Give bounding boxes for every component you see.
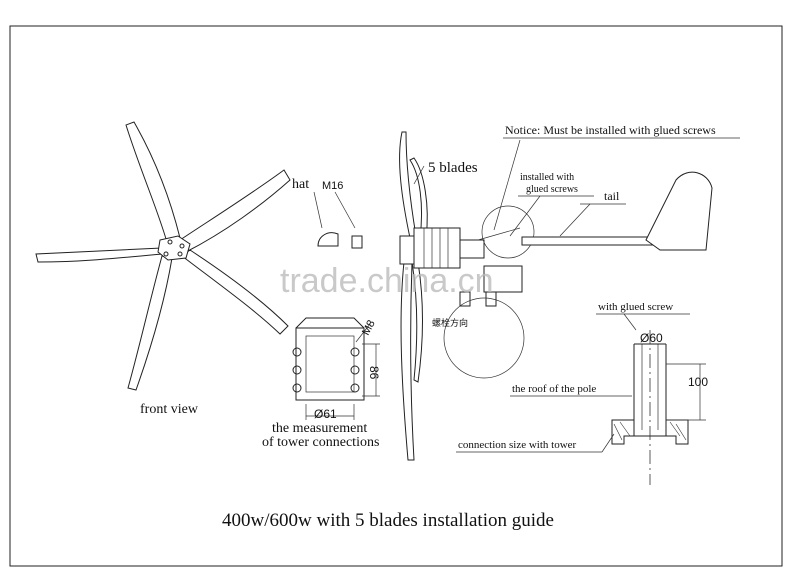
guide-title: 400w/600w with 5 blades installation gui… [222,510,554,531]
watermark-text: trade.china.cn [280,262,494,300]
flange-inner [305,335,355,393]
rotor-blade-bottom-left [127,255,173,391]
connection-size-label: connection size with tower [458,439,577,451]
five-blades-label: 5 blades [428,160,478,176]
rotor-blade-top [125,121,181,247]
hatch-line [613,423,623,441]
hatch-line [669,421,681,437]
hat-label: hat [292,177,309,192]
detail-leader [477,227,521,241]
hat-leader-line [313,191,323,229]
rotor-blade-left [35,247,163,263]
hatch-line [619,421,631,437]
rotor-blade-right [179,169,291,253]
m16-nut-part [351,235,363,249]
notice-label: Notice: Must be installed with glued scr… [505,123,716,137]
hub-bolt [163,251,169,257]
generator-body [413,227,461,269]
flange-body [295,327,365,401]
hat-part [317,232,339,247]
drawing-frame [9,25,783,567]
m8-leader-line [355,323,371,343]
installed-leader [509,195,541,237]
detail-circle-bolt [443,297,525,379]
tail-leader [559,203,591,237]
yaw-body [483,265,523,293]
side-hub [399,235,415,265]
bolt-hole [292,383,302,393]
generator-tail-mount [459,239,485,259]
installed-label-line2: glued screws [526,184,578,195]
side-blade-lower [400,261,415,461]
installed-label-line1: installed with [520,172,574,183]
bolt-hole [350,365,360,375]
with-glued-screw-leader [623,313,637,331]
tail-label: tail [604,189,620,203]
m16-leader-line [334,191,356,229]
bolt-hole [292,347,302,357]
side-blade-lower-2 [411,261,423,383]
pole-base-flange [611,419,689,445]
front-view-rotor [35,121,291,391]
with-glued-screw-label: with glued screw [598,301,673,313]
roof-of-pole-label: the roof of the pole [512,383,596,395]
rotor-blade-bottom-right [181,249,289,335]
hub-bolt [177,251,183,257]
side-view-turbine [399,131,535,461]
dim-86-label: 86 [367,366,381,380]
tail-fin [645,171,713,251]
bolt-part [459,291,471,307]
dim-60-label: Ø60 [640,331,663,345]
flange-top [295,317,365,329]
connection-size-leader [601,433,615,453]
bolt-hole [292,365,302,375]
hub-bolt [167,239,173,245]
bolt-hole [350,347,360,357]
side-blade-upper [399,131,417,239]
pole-section [611,330,706,485]
dim-61-label: Ø61 [314,407,337,421]
tower-connection-drawing [292,317,380,420]
bolt-hole [350,383,360,393]
front-view-label: front view [140,402,199,417]
measurement-label-line1: the measurement [272,421,367,436]
five-blades-leader [413,165,425,185]
detail-circle-glued [481,205,535,259]
m8-label: M8 [360,318,378,337]
measurement-label-line2: of tower connections [262,435,379,450]
dim-100-label: 100 [688,375,708,389]
bolt-part [485,291,497,307]
m16-label: M16 [322,180,343,192]
hub-bolt [179,243,185,249]
hatch-line [675,423,687,441]
tail-boom [521,171,713,251]
bolt-direction-label: 螺栓方向 [432,317,468,328]
notice-leader [493,139,521,231]
